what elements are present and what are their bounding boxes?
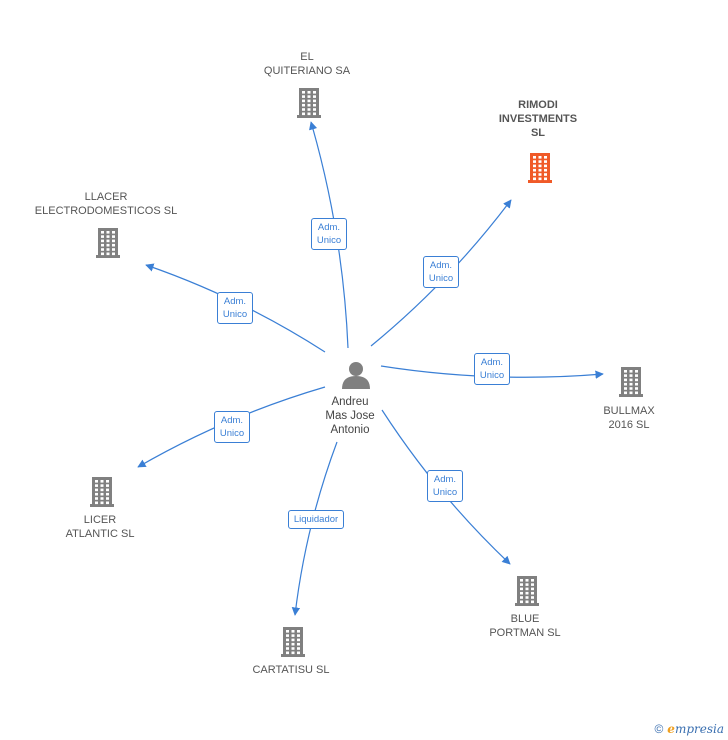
company-name-bullmax[interactable]: BULLMAX 2016 SL (603, 405, 655, 431)
building-icon-el-quiteriano[interactable] (297, 88, 321, 118)
edge-label-blue-portman[interactable]: Adm. Unico (426, 470, 464, 502)
edge-label-cartatisu[interactable]: Liquidador (287, 509, 345, 529)
edge-cartatisu (291, 441, 338, 616)
company-name-rimodi[interactable]: RIMODI INVESTMENTS SL (498, 99, 578, 139)
building-icon-cartatisu[interactable] (281, 627, 305, 657)
company-name-el-quiteriano[interactable]: EL QUITERIANO SA (263, 51, 351, 77)
building-icon-llacer[interactable] (96, 228, 120, 258)
person-icon[interactable] (342, 362, 370, 389)
company-name-blue-portman[interactable]: BLUE PORTMAN SL (489, 613, 561, 639)
company-name-cartatisu[interactable]: CARTATISU SL (252, 664, 330, 676)
edge-label-licer[interactable]: Adm. Unico (213, 411, 251, 443)
edge-label-el-quiteriano[interactable]: Adm. Unico (310, 218, 348, 250)
company-name-llacer[interactable]: LLACER ELECTRODOMESTICOS SL (34, 191, 178, 217)
edge-label-llacer[interactable]: Adm. Unico (216, 292, 254, 324)
person-name[interactable]: Andreu Mas Jose Antonio (325, 396, 375, 436)
company-name-licer[interactable]: LICER ATLANTIC SL (65, 514, 135, 540)
edge-label-bullmax[interactable]: Adm. Unico (473, 353, 511, 385)
copyright-footer[interactable]: © empresia (654, 722, 724, 736)
brand-logo: empresia (667, 722, 724, 736)
building-icon-blue-portman[interactable] (515, 576, 539, 606)
building-icon-rimodi[interactable] (528, 153, 552, 183)
building-icon-licer[interactable] (90, 477, 114, 507)
building-icon-bullmax[interactable] (619, 367, 643, 397)
edge-label-rimodi[interactable]: Adm. Unico (422, 256, 460, 288)
copyright-icon: © (654, 722, 664, 736)
